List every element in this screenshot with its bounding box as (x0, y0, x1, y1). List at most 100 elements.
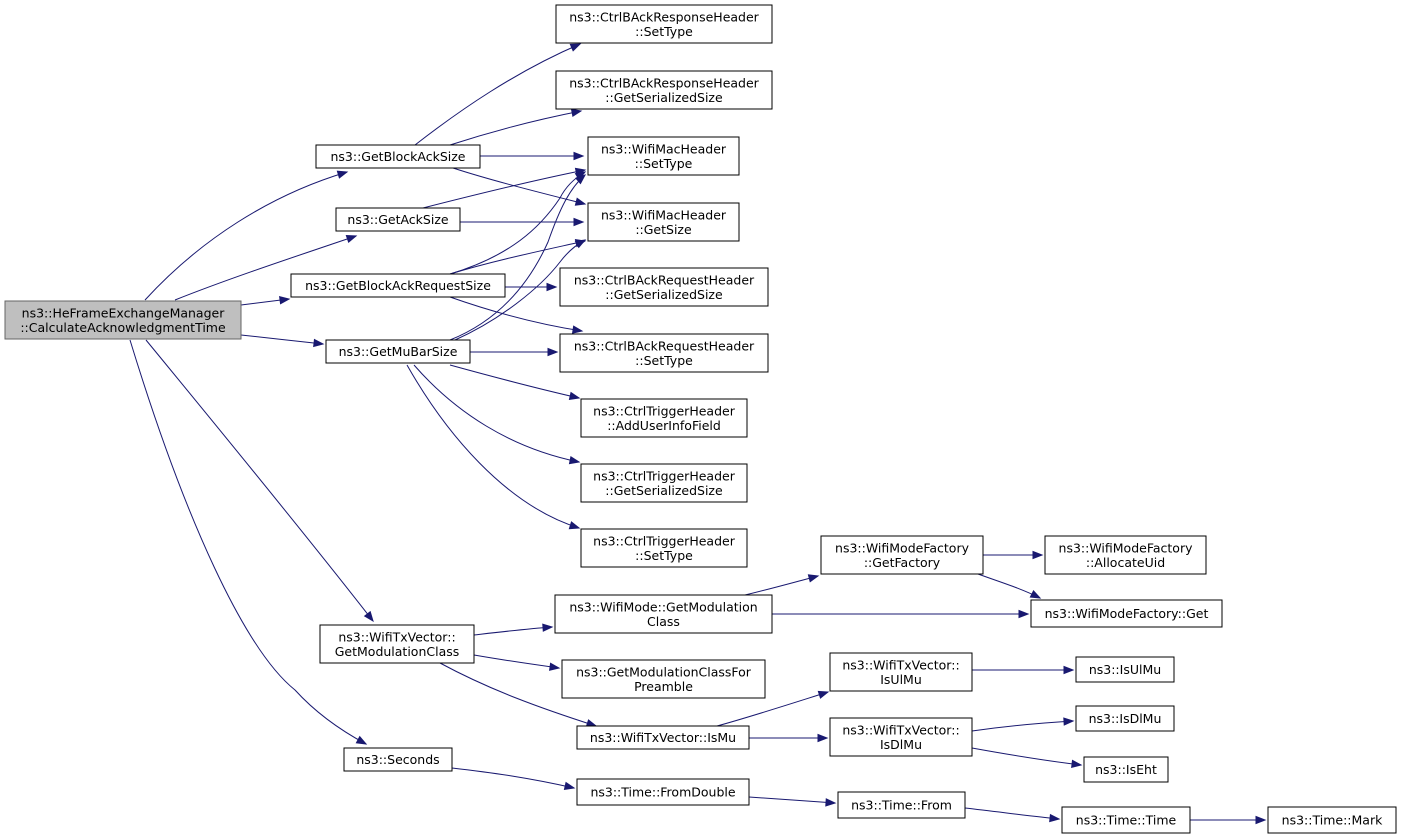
node-label: ::SetType (635, 548, 693, 563)
node-box (580, 463, 748, 503)
node-label: ::GetSerializedSize (605, 483, 723, 498)
call-edge-root-to-wifitxvector-getmodulationclass (145, 339, 374, 623)
call-edge-time-time-to-time-mark (1190, 815, 1267, 825)
call-edge-root-to-seconds (129, 339, 368, 745)
node-iseht[interactable]: ns3::IsEht (1083, 756, 1169, 783)
node-box (554, 594, 773, 634)
call-edge-wifitxvector-isulmu-to-isulmu (972, 665, 1075, 675)
node-label: IsUlMu (880, 672, 922, 687)
call-edge-time-from-to-time-time (964, 807, 1061, 823)
node-label: ns3::CtrlTriggerHeader (593, 533, 736, 548)
node-ctrltrigger-settype[interactable]: ns3::CtrlTriggerHeader::SetType (580, 528, 748, 568)
call-edge-getacksize-to-wifimacheader-settype (422, 167, 587, 209)
node-box (829, 652, 973, 692)
node-label: ns3::WifiTxVector::IsMu (590, 730, 736, 745)
call-edge-getmubarsize-to-ctrltrigger-adduserinfofield (449, 364, 581, 401)
call-edge-root-to-getacksize (174, 235, 358, 301)
node-wifimodefactory-get[interactable]: ns3::WifiModeFactory::Get (1030, 599, 1223, 628)
node-label: ns3::CtrlTriggerHeader (593, 403, 736, 418)
node-wifimode-getmodulationclass[interactable]: ns3::WifiMode::GetModulationClass (554, 594, 773, 634)
node-wifitxvector-ismu[interactable]: ns3::WifiTxVector::IsMu (576, 725, 750, 750)
call-edge-getblockacksize-to-wifimacheader-settype (480, 151, 585, 161)
node-ctrltrigger-getserializedsize[interactable]: ns3::CtrlTriggerHeader::GetSerializedSiz… (580, 463, 748, 503)
node-getacksize[interactable]: ns3::GetAckSize (335, 207, 461, 232)
node-box (576, 778, 750, 806)
call-edge-getmubarsize-to-ctrltrigger-getserializedsize (413, 364, 581, 465)
node-label: ns3::GetBlockAckSize (331, 149, 466, 164)
call-edge-getmubarsize-to-wifimacheader-settype (449, 174, 587, 341)
node-box (559, 333, 769, 373)
node-box (4, 300, 242, 340)
node-seconds[interactable]: ns3::Seconds (343, 747, 453, 772)
node-box (1075, 656, 1175, 683)
node-label: ::CalculateAcknowledgmentTime (20, 320, 226, 335)
node-label: Class (647, 614, 680, 629)
call-edge-wifitxvector-getmodulationclass-to-getmodulationclassforpreamble (473, 654, 561, 671)
node-getblockacksize[interactable]: ns3::GetBlockAckSize (315, 144, 481, 169)
node-wifitxvector-getmodulationclass[interactable]: ns3::WifiTxVector::GetModulationClass (319, 624, 475, 664)
arrowhead-icon (1063, 717, 1075, 726)
node-box (1083, 756, 1169, 783)
node-ctrlbackresp-settype[interactable]: ns3::CtrlBAckResponseHeader::SetType (555, 4, 773, 44)
node-time-time[interactable]: ns3::Time::Time (1061, 806, 1191, 834)
node-label: ns3::WifiModeFactory (1059, 540, 1194, 555)
node-label: Preamble (634, 679, 693, 694)
node-time-fromdouble[interactable]: ns3::Time::FromDouble (576, 778, 750, 806)
node-box (335, 207, 461, 232)
node-ctrlbackreq-getserializedsize[interactable]: ns3::CtrlBAckRequestHeader::GetSerialize… (559, 267, 769, 307)
node-label: ::AddUserInfoField (607, 418, 721, 433)
node-wifitxvector-isdlmu[interactable]: ns3::WifiTxVector::IsDlMu (829, 717, 973, 757)
node-isdlmu[interactable]: ns3::IsDlMu (1075, 705, 1175, 732)
node-box (315, 144, 481, 169)
arrowhead-icon (549, 662, 561, 671)
node-label: ns3::WifiMacHeader (601, 141, 727, 156)
node-label: ns3::IsUlMu (1089, 662, 1161, 677)
node-label: GetModulationClass (335, 644, 460, 659)
node-label: ns3::WifiTxVector:: (842, 722, 959, 737)
arrowhead-icon (547, 347, 559, 357)
node-box (555, 70, 773, 110)
node-box (576, 725, 750, 750)
node-wifitxvector-isulmu[interactable]: ns3::WifiTxVector::IsUlMu (829, 652, 973, 692)
node-label: ::SetType (635, 24, 693, 39)
node-box (343, 747, 453, 772)
node-isulmu[interactable]: ns3::IsUlMu (1075, 656, 1175, 683)
call-edge-wifimode-getmodulationclass-to-wifimodefactory-getfactory (744, 574, 820, 596)
node-ctrltrigger-adduserinfofield[interactable]: ns3::CtrlTriggerHeader::AddUserInfoField (580, 398, 748, 438)
node-wifimacheader-settype[interactable]: ns3::WifiMacHeader::SetType (587, 136, 740, 176)
node-label: ns3::CtrlTriggerHeader (593, 468, 736, 483)
node-box (837, 791, 966, 819)
node-box (1044, 535, 1207, 575)
node-label: ns3::WifiMode::GetModulation (569, 599, 757, 614)
node-wifimodefactory-allocateuid[interactable]: ns3::WifiModeFactory::AllocateUid (1044, 535, 1207, 575)
node-wifimacheader-getsize[interactable]: ns3::WifiMacHeader::GetSize (587, 202, 740, 242)
arrowhead-icon (817, 690, 830, 699)
node-box (1267, 806, 1397, 834)
arrowhead-icon (1255, 815, 1267, 825)
node-box (587, 202, 740, 242)
call-edge-getacksize-to-wifimacheader-getsize (460, 217, 585, 227)
node-label: ns3::GetModulationClassFor (576, 664, 752, 679)
call-edge-wifitxvector-getmodulationclass-to-wifimode-getmodulationclass (473, 623, 554, 636)
call-edge-wifimode-getmodulationclass-to-wifimodefactory-get (772, 609, 1030, 619)
node-wifimodefactory-getfactory[interactable]: ns3::WifiModeFactory::GetFactory (820, 535, 984, 575)
arrowhead-icon (573, 217, 585, 227)
node-label: ns3::CtrlBAckResponseHeader (569, 9, 759, 24)
arrowhead-icon (1029, 589, 1042, 599)
node-ctrlbackreq-settype[interactable]: ns3::CtrlBAckRequestHeader::SetType (559, 333, 769, 373)
node-label: ns3::WifiModeFactory::Get (1045, 606, 1209, 621)
node-label: ns3::Time::From (851, 798, 952, 813)
node-label: ::SetType (635, 156, 693, 171)
node-label: ns3::CtrlBAckResponseHeader (569, 75, 759, 90)
node-getblockackrequestsize[interactable]: ns3::GetBlockAckRequestSize (290, 273, 506, 298)
node-time-from[interactable]: ns3::Time::From (837, 791, 966, 819)
arrowhead-icon (345, 235, 358, 244)
node-getmubarsize[interactable]: ns3::GetMuBarSize (325, 339, 471, 364)
node-ctrlbackresp-getserializedsize[interactable]: ns3::CtrlBAckResponseHeader::GetSerializ… (555, 70, 773, 110)
arrowhead-icon (279, 296, 291, 305)
node-time-mark[interactable]: ns3::Time::Mark (1267, 806, 1397, 834)
call-edge-wifitxvector-isdlmu-to-iseht (971, 747, 1083, 769)
arrowhead-icon (571, 325, 584, 334)
node-root[interactable]: ns3::HeFrameExchangeManager::CalculateAc… (4, 300, 242, 340)
